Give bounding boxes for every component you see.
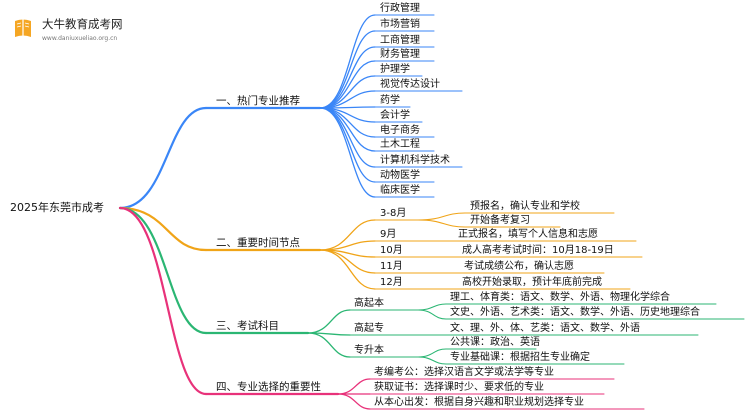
timeline-detail: 开始备考复习 [470, 215, 530, 226]
exam-level: 高起本 [354, 298, 384, 309]
leaf-connector [319, 107, 376, 198]
timeline-period: 3-8月 [380, 208, 407, 219]
choice-reason: 从本心出发：根据自身兴趣和职业规划选择专业 [374, 397, 584, 408]
section-3-label: 三、考试科目 [216, 320, 279, 332]
branch-connector [118, 206, 208, 252]
leaf-connector [319, 107, 376, 168]
timeline-period: 11月 [380, 261, 403, 272]
brand-url: www.daniuxueliao.org.cn [42, 35, 118, 42]
major-item: 临床医学 [380, 185, 420, 196]
brand-logo[interactable]: 大牛教育成考网 www.daniuxueliao.org.cn [4, 14, 144, 48]
exam-subjects: 文史、外语、艺术类：语文、数学、外语、历史地理综合 [450, 307, 700, 318]
root-topic: 2025年东莞市成考 [10, 201, 104, 214]
book-icon [15, 19, 31, 37]
group-connector [307, 332, 351, 358]
timeline-detail: 考试成绩公布，确认志愿 [464, 261, 574, 272]
major-item: 财务管理 [380, 49, 420, 60]
timeline-detail: 成人高考考试时间：10月18-19日 [462, 245, 614, 256]
timeline-detail: 预报名，确认专业和学校 [470, 201, 580, 212]
timeline-detail: 高校开始录取，预计年底前完成 [462, 277, 602, 288]
major-item: 动物医学 [380, 170, 420, 181]
major-item: 工商管理 [380, 35, 420, 46]
leaf-connector [319, 30, 376, 109]
exam-level: 高起专 [354, 323, 384, 334]
major-item: 视觉传达设计 [380, 79, 440, 90]
leaf-connector [337, 378, 371, 395]
timeline-detail: 正式报名，填写个人信息和志愿 [458, 229, 598, 240]
group-connector [319, 249, 376, 290]
branch-connector [118, 106, 208, 210]
choice-reason: 获取证书：选择课时少、要求低的专业 [374, 382, 544, 393]
timeline-period: 10月 [380, 245, 403, 256]
exam-subjects: 公共课：政治、英语 [450, 337, 540, 348]
exam-subjects: 理工、体育类：语文、数学、外语、物理化学综合 [450, 292, 670, 303]
major-item: 土木工程 [380, 139, 420, 150]
leaf-connector [417, 309, 447, 320]
exam-subjects: 专业基础课：根据招生专业确定 [450, 352, 590, 363]
major-item: 护理学 [380, 64, 410, 75]
section-4-label: 四、专业选择的重要性 [216, 381, 321, 393]
timeline-period: 12月 [380, 277, 403, 288]
leaf-connector [417, 219, 466, 228]
section-2-label: 二、重要时间节点 [216, 237, 300, 249]
leaf-connector [337, 393, 371, 410]
major-item: 计算机科学技术 [380, 155, 450, 166]
leaf-connector [417, 356, 447, 365]
leaf-connector [417, 212, 466, 221]
major-item: 行政管理 [380, 3, 420, 14]
major-item: 会计学 [380, 110, 410, 121]
exam-level: 专升本 [354, 345, 384, 356]
leaf-connector [319, 14, 376, 109]
branch-connector [118, 206, 208, 335]
branch-connector [118, 206, 208, 396]
major-item: 电子商务 [380, 125, 420, 136]
brand-title: 大牛教育成考网 [42, 17, 123, 31]
major-item: 药学 [380, 95, 400, 106]
leaf-connector [417, 348, 447, 358]
leaf-connector [417, 303, 447, 311]
major-item: 市场营销 [380, 19, 420, 30]
section-1-label: 一、热门专业推荐 [216, 95, 300, 107]
timeline-period: 9月 [380, 229, 397, 240]
group-connector [307, 309, 351, 334]
choice-reason: 考编考公：选择汉语言文学或法学等专业 [374, 367, 554, 378]
exam-subjects: 文、理、外、体、艺类：语文、数学、外语 [450, 323, 640, 334]
